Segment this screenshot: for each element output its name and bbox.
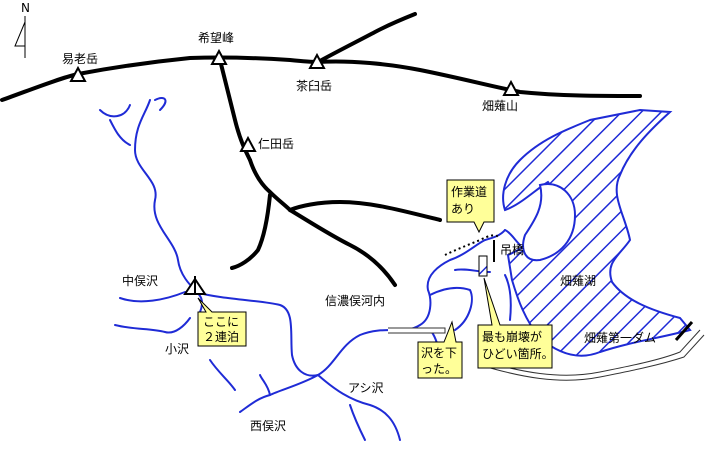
feature-label-tsuribashi: 吊橋 <box>500 243 524 257</box>
north-arrow-icon: N <box>14 1 30 58</box>
peak-label-kibou: 希望峰 <box>198 30 234 45</box>
callout-camp: ここに ２連泊 <box>197 297 247 347</box>
river-label-nishimata: 西俣沢 <box>250 419 286 433</box>
triangle-icon <box>210 48 228 65</box>
triangle-icon <box>502 79 520 96</box>
triangle-icon <box>69 65 87 82</box>
triangle-icon <box>308 52 326 69</box>
callout-collapse: 最も崩壊が ひどい箇所。 <box>477 277 554 369</box>
river-label-ashi: アシ沢 <box>348 381 384 395</box>
feature-label-lake: 畑薙湖 <box>560 273 596 288</box>
callout-road-line1: 作業道 <box>451 185 487 199</box>
dam-structure <box>674 321 694 341</box>
peak-label-nitta: 仁田岳 <box>258 137 294 151</box>
peak-label-chausu: 茶臼岳 <box>296 78 332 93</box>
callout-went-down: 沢を下 った。 <box>417 320 463 379</box>
callout-camp-line1: ここに <box>203 315 239 329</box>
work-road-dotted <box>444 234 501 256</box>
feature-label-dam: 畑薙第一ダム <box>584 330 656 345</box>
triangle-icon <box>239 135 257 152</box>
peak-label-ekiro: 易老岳 <box>62 52 98 66</box>
road <box>388 327 705 381</box>
callout-down-line1: 沢を下 <box>421 346 457 360</box>
callout-collapse-line2: ひどい箇所。 <box>482 347 554 361</box>
peak-triangle-icons <box>69 48 520 152</box>
north-label: N <box>21 1 30 15</box>
river-label-nakamata: 中俣沢 <box>122 273 158 288</box>
ridge-lines <box>0 12 642 287</box>
river-network <box>99 97 521 441</box>
river-label-shinano: 信濃俣河内 <box>325 294 385 308</box>
callout-road-line2: あり <box>451 202 475 216</box>
collapse-marker <box>478 255 488 277</box>
tent-icon <box>183 276 207 295</box>
lake-island <box>522 183 577 262</box>
callout-down-line2: った。 <box>421 362 457 376</box>
callout-collapse-line1: 最も崩壊が <box>482 329 542 344</box>
peak-label-hatanagi: 畑薙山 <box>482 99 518 113</box>
callout-camp-line2: ２連泊 <box>203 330 239 344</box>
callout-work-road: 作業道 あり <box>446 179 495 234</box>
river-label-kosawa: 小沢 <box>165 342 189 356</box>
